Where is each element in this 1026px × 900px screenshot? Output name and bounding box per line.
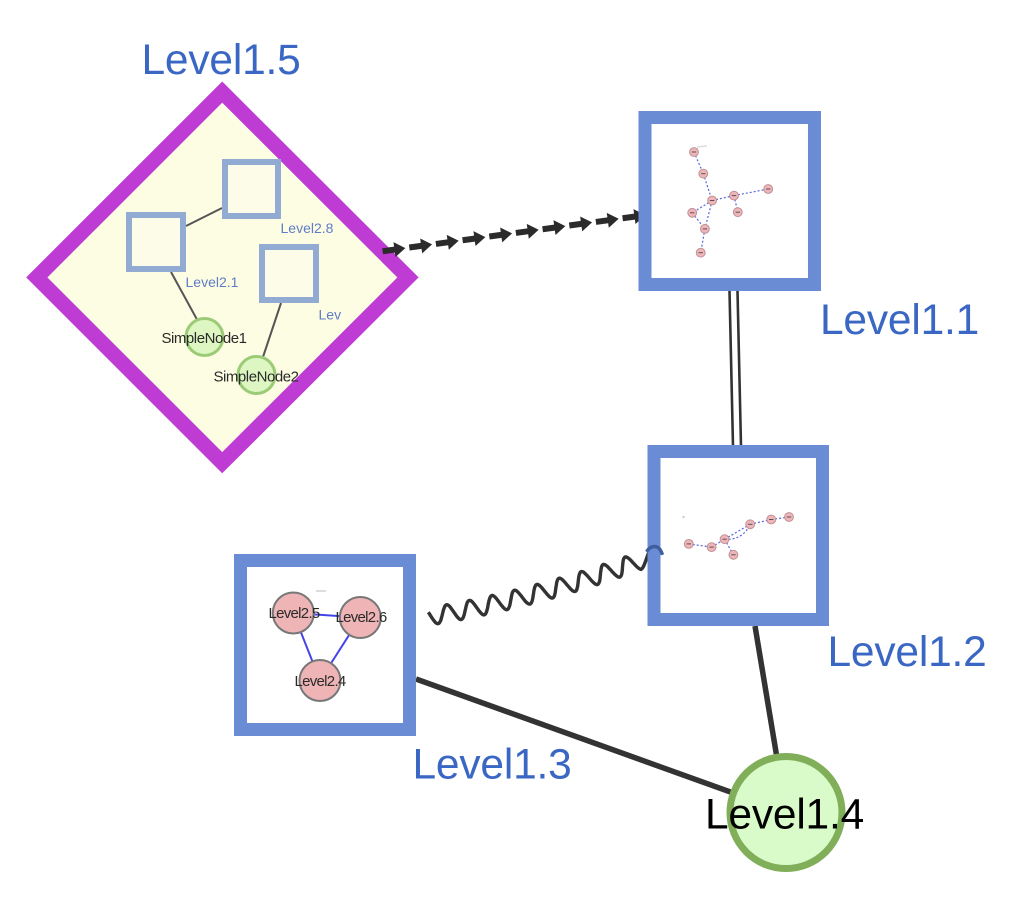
svg-text:Level2.1: Level2.1 <box>186 274 239 290</box>
svg-text:Level2.8: Level2.8 <box>281 220 334 236</box>
svg-text:Level2.4: Level2.4 <box>294 673 345 690</box>
svg-text:Level1.5: Level1.5 <box>142 37 301 84</box>
svg-text:Lev: Lev <box>319 307 342 323</box>
svg-text:SimpleNode1: SimpleNode1 <box>161 330 246 347</box>
svg-text:Level1.4: Level1.4 <box>705 792 864 839</box>
svg-text:Level1.2: Level1.2 <box>828 629 987 676</box>
svg-text:Level2.5: Level2.5 <box>268 605 319 622</box>
svg-text:Level2.6: Level2.6 <box>335 609 386 626</box>
svg-text:SimpleNode2: SimpleNode2 <box>213 369 298 386</box>
svg-text:Level1.1: Level1.1 <box>820 297 979 344</box>
svg-text:Level1.3: Level1.3 <box>413 742 572 789</box>
